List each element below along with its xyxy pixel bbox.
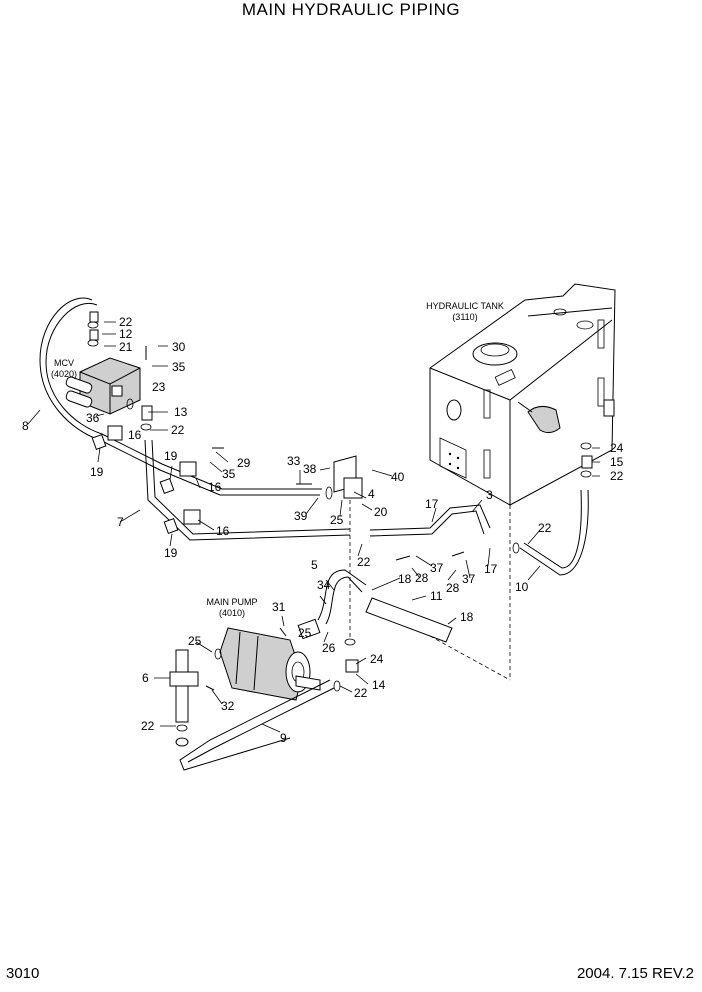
callout-28: 28 — [415, 571, 429, 585]
callout-25: 25 — [188, 634, 202, 648]
callout-18: 18 — [460, 610, 474, 624]
callout-10: 10 — [515, 580, 529, 594]
callout-22: 22 — [171, 423, 185, 437]
callout-20: 20 — [374, 505, 388, 519]
callout-34: 34 — [317, 578, 331, 592]
callout-40: 40 — [391, 470, 405, 484]
callout-16: 16 — [128, 428, 142, 442]
callout-38: 38 — [303, 462, 317, 476]
callout-22: 22 — [538, 521, 552, 535]
mcv-code: (4020) — [51, 369, 77, 379]
callout-22: 22 — [119, 315, 133, 329]
callout-8: 8 — [22, 419, 29, 433]
hydraulic-tank — [429, 283, 616, 680]
callout-9: 9 — [280, 731, 287, 745]
callout-25: 25 — [330, 513, 344, 527]
callout-16: 16 — [216, 524, 230, 538]
callout-4: 4 — [368, 487, 375, 501]
callout-11: 11 — [430, 589, 443, 603]
callout-17: 17 — [425, 497, 439, 511]
callout-22: 22 — [141, 719, 155, 733]
callout-16: 16 — [208, 480, 222, 494]
callout-19: 19 — [164, 546, 178, 560]
pump-label: MAIN PUMP — [206, 597, 257, 607]
tank-code: (3110) — [452, 312, 477, 322]
callout-30: 30 — [172, 340, 186, 354]
callout-3: 3 — [486, 488, 493, 502]
page-number: 3010 — [6, 965, 40, 982]
piping-lines — [39, 297, 593, 771]
callout-19: 19 — [90, 465, 104, 479]
callout-13: 13 — [174, 405, 188, 419]
mcv-label: MCV — [54, 358, 74, 368]
callout-15: 15 — [610, 455, 624, 469]
callout-14: 14 — [372, 678, 386, 692]
callout-6: 6 — [142, 671, 149, 685]
callout-29: 29 — [237, 456, 251, 470]
callout-37: 37 — [430, 561, 444, 575]
callout-31: 31 — [272, 600, 286, 614]
callout-18: 18 — [398, 572, 412, 586]
mcv-valve — [65, 357, 141, 415]
tank-label: HYDRAULIC TANK — [426, 301, 504, 311]
revision-label: 2004. 7.15 REV.2 — [576, 965, 694, 982]
callout-32: 32 — [221, 699, 235, 713]
callout-24: 24 — [610, 441, 624, 455]
callout-5: 5 — [311, 558, 318, 572]
callout-25: 25 — [298, 626, 312, 640]
callout-35: 35 — [172, 360, 186, 374]
pump-code: (4010) — [219, 608, 245, 618]
callouts: 22 12 21 30 35 23 13 22 36 16 8 19 19 29… — [22, 315, 624, 745]
main-pump — [219, 627, 321, 701]
callout-22: 22 — [610, 469, 624, 483]
callout-7: 7 — [117, 515, 124, 529]
callout-35: 35 — [222, 467, 236, 481]
callout-21: 21 — [119, 340, 133, 354]
callout-24: 24 — [370, 652, 384, 666]
leader-lines — [27, 321, 600, 733]
callout-23: 23 — [152, 380, 166, 394]
callout-26: 26 — [322, 641, 336, 655]
callout-22: 22 — [357, 555, 371, 569]
callout-36: 36 — [86, 411, 100, 425]
callout-12: 12 — [119, 327, 133, 341]
callout-17: 17 — [484, 562, 498, 576]
callout-28: 28 — [446, 581, 460, 595]
callout-39: 39 — [294, 509, 308, 523]
callout-37: 37 — [462, 572, 476, 586]
callout-33: 33 — [287, 454, 301, 468]
callout-22: 22 — [354, 686, 368, 700]
page-title: MAIN HYDRAULIC PIPING — [241, 0, 461, 19]
callout-19: 19 — [164, 449, 178, 463]
